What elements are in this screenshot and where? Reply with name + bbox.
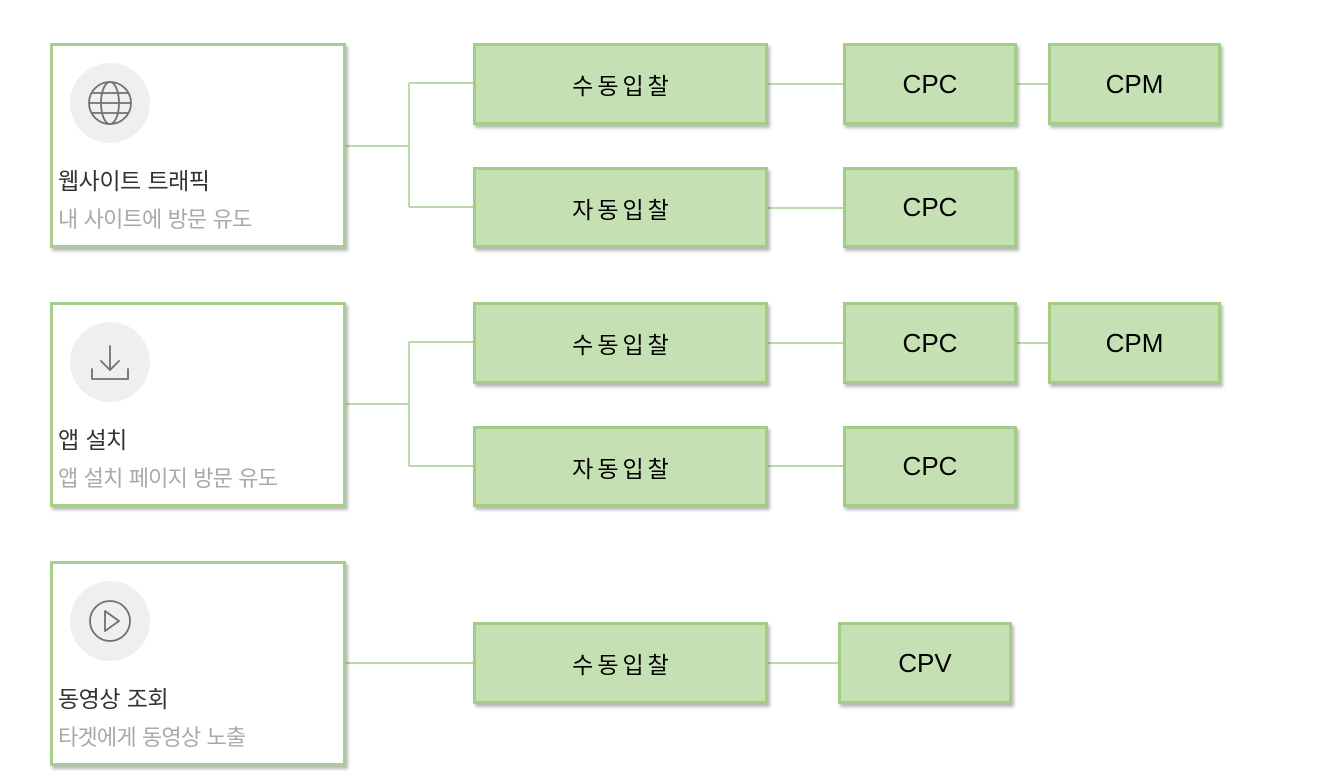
icon-circle xyxy=(70,581,150,661)
goal-card-video-views[interactable]: 동영상 조회 타겟에게 동영상 노출 xyxy=(50,561,346,766)
model-node-app-auto-cpc: CPC xyxy=(843,426,1017,507)
model-node-website-manual-cpm: CPM xyxy=(1048,43,1221,125)
model-node-app-manual-cpc: CPC xyxy=(843,302,1017,384)
bid-node-app-auto: 자동입찰 xyxy=(473,426,768,507)
download-icon xyxy=(91,345,129,380)
icon-circle xyxy=(70,322,150,402)
goal-card-app-install[interactable]: 앱 설치 앱 설치 페이지 방문 유도 xyxy=(50,302,346,507)
model-node-app-manual-cpm: CPM xyxy=(1048,302,1221,384)
globe-icon xyxy=(88,81,132,125)
connector-goal-website-to-bids xyxy=(346,82,473,208)
bid-node-app-manual: 수동입찰 xyxy=(473,302,768,384)
goal-title: 웹사이트 트래픽 xyxy=(58,169,210,195)
goal-title: 동영상 조회 xyxy=(58,687,169,713)
goal-subtitle: 내 사이트에 방문 유도 xyxy=(58,208,252,233)
bid-node-website-manual: 수동입찰 xyxy=(473,43,768,125)
goal-card-website-traffic[interactable]: 웹사이트 트래픽 내 사이트에 방문 유도 xyxy=(50,43,346,248)
model-node-website-auto-cpc: CPC xyxy=(843,167,1017,248)
bid-node-video-manual: 수동입찰 xyxy=(473,622,768,704)
goal-subtitle: 앱 설치 페이지 방문 유도 xyxy=(58,467,278,492)
connector-goal-app-to-bids xyxy=(346,341,473,467)
goal-title: 앱 설치 xyxy=(58,428,127,454)
play-icon xyxy=(89,600,131,642)
bid-node-website-auto: 자동입찰 xyxy=(473,167,768,248)
model-node-website-manual-cpc: CPC xyxy=(843,43,1017,125)
model-node-video-manual-cpv: CPV xyxy=(838,622,1012,704)
icon-circle xyxy=(70,63,150,143)
goal-subtitle: 타겟에게 동영상 노출 xyxy=(58,726,246,751)
